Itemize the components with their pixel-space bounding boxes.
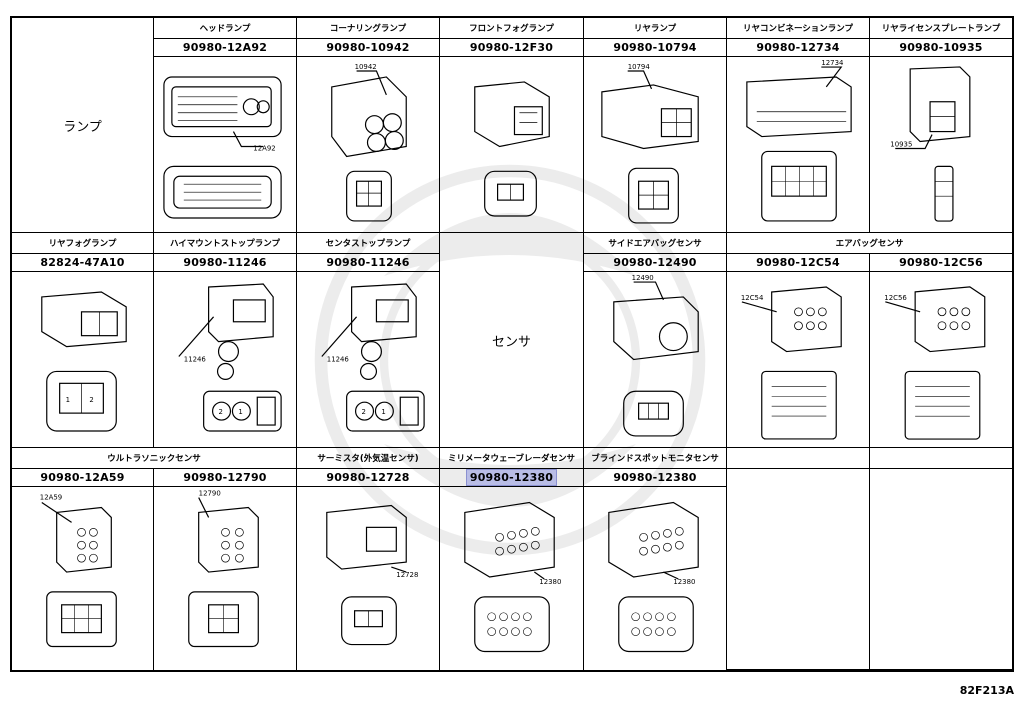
- part-number: 90980-12734: [727, 39, 870, 57]
- connector-drawing: [440, 57, 584, 233]
- header-side-airbag-sensor: サイドエアバッグセンサ: [584, 233, 727, 254]
- pin-label: 1: [381, 408, 385, 416]
- connector-drawing: 12A59: [12, 487, 154, 670]
- callout-label: 11246: [184, 355, 206, 363]
- empty-cell: [727, 469, 870, 670]
- connector-drawing: 12728: [297, 487, 440, 670]
- callout-label: 12A92: [253, 144, 275, 152]
- connector-drawing: 10942: [297, 57, 440, 233]
- callout-label: 11246: [327, 355, 349, 363]
- part-number: 90980-10942: [297, 39, 440, 57]
- callout-label: 12790: [199, 490, 221, 498]
- connector-drawing: 11246 2 1: [154, 272, 297, 448]
- part-number: 90980-11246: [154, 254, 297, 272]
- part-number: 90980-12C56: [870, 254, 1012, 272]
- sensor-category-cell: センサ: [440, 233, 584, 448]
- header-rear-lamp: リヤランプ: [584, 18, 727, 39]
- callout-label: 12380: [673, 578, 695, 586]
- callout-label: 12C54: [741, 294, 764, 302]
- header-millimeter-wave-radar: ミリメータウェーブレーダセンサ: [440, 448, 584, 469]
- callout-label: 10794: [628, 63, 651, 71]
- header-airbag-sensor: エアバッグセンサ: [727, 233, 1012, 254]
- part-number: 90980-12790: [154, 469, 297, 487]
- header-thermistor: サーミスタ(外気温センサ): [297, 448, 440, 469]
- part-number: 90980-12728: [297, 469, 440, 487]
- connector-drawing: 12490: [584, 272, 727, 448]
- callout-label: 12380: [539, 578, 561, 586]
- part-number-highlighted: 90980-12380: [440, 469, 584, 487]
- header-headlamp: ヘッドランプ: [154, 18, 297, 39]
- pin-label: 1: [66, 396, 70, 404]
- part-number: 82824-47A10: [12, 254, 154, 272]
- callout-label: 10935: [890, 140, 912, 148]
- header-rear-combination-lamp: リヤコンビネーションランプ: [727, 18, 870, 39]
- connector-drawing: 12790: [154, 487, 297, 670]
- connector-drawing: 10935: [870, 57, 1012, 233]
- header-blind-spot-monitor: ブラインドスポットモニタセンサ: [584, 448, 727, 469]
- part-number: 90980-10935: [870, 39, 1012, 57]
- part-number: 90980-12F30: [440, 39, 584, 57]
- pin-label: 2: [362, 408, 366, 416]
- header-center-stop-lamp: センタストップランプ: [297, 233, 440, 254]
- pin-label: 2: [219, 408, 223, 416]
- sensor-category-label: センサ: [491, 334, 531, 350]
- callout-label: 12734: [821, 59, 844, 67]
- connector-drawing: 11246 2 1: [297, 272, 440, 448]
- header-high-mount-stop-lamp: ハイマウントストップランプ: [154, 233, 297, 254]
- connector-drawing: 1 2: [12, 272, 154, 448]
- connector-drawing: 12380: [584, 487, 727, 670]
- part-number: 90980-12A59: [12, 469, 154, 487]
- header-cornering-lamp: コーナリングランプ: [297, 18, 440, 39]
- connector-drawing: 12A92: [154, 57, 297, 233]
- callout-label: 12C56: [884, 294, 907, 302]
- part-number: 90980-12490: [584, 254, 727, 272]
- connector-drawing: 12C56: [870, 272, 1012, 448]
- header-license-plate-lamp: リヤライセンスプレートランプ: [870, 18, 1012, 39]
- empty-cell: [870, 469, 1012, 670]
- highlight-marker: 90980-12380: [465, 469, 558, 486]
- connector-drawing: 10794: [584, 57, 727, 233]
- empty-cell: [870, 448, 1012, 469]
- lamp-category-cell: ランプ: [12, 18, 154, 233]
- callout-label: 12A59: [40, 494, 62, 502]
- connector-grid: ランプ ヘッドランプ コーナリングランプ フロントフォグランプ リヤランプ リヤ…: [12, 18, 1012, 670]
- lamp-category-label: ランプ: [63, 119, 102, 135]
- empty-cell: [727, 448, 870, 469]
- header-ultrasonic-sensor: ウルトラソニックセンサ: [12, 448, 297, 469]
- connector-drawing: 12734: [727, 57, 870, 233]
- drawing-code: 82F213A: [959, 684, 1014, 697]
- connector-drawing: 12C54: [727, 272, 870, 448]
- callout-label: 10942: [355, 63, 377, 71]
- part-number: 90980-12A92: [154, 39, 297, 57]
- connector-drawing: 12380: [440, 487, 584, 670]
- pin-label: 1: [238, 408, 242, 416]
- connector-chart-sheet: ランプ ヘッドランプ コーナリングランプ フロントフォグランプ リヤランプ リヤ…: [10, 16, 1014, 672]
- pin-label: 2: [89, 396, 93, 404]
- part-number: 90980-12C54: [727, 254, 870, 272]
- part-number: 90980-11246: [297, 254, 440, 272]
- header-rear-fog-lamp: リヤフォグランプ: [12, 233, 154, 254]
- callout-label: 12490: [632, 274, 654, 282]
- part-number: 90980-12380: [584, 469, 727, 487]
- callout-label: 12728: [396, 571, 418, 579]
- part-number: 90980-10794: [584, 39, 727, 57]
- header-front-fog-lamp: フロントフォグランプ: [440, 18, 584, 39]
